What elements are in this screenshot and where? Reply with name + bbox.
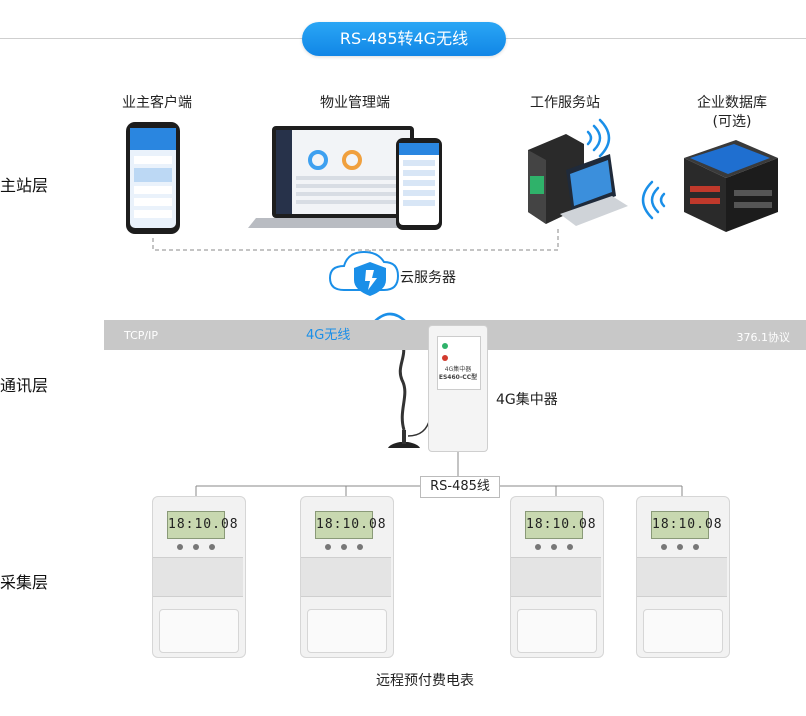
4g-collector-device: 4G集中器 ES460-CC型 xyxy=(428,325,488,452)
enterprise-db-note: (可选) xyxy=(712,114,752,130)
meter-cover xyxy=(307,609,387,653)
meter-cover xyxy=(517,609,597,653)
meter-cover xyxy=(643,609,723,653)
meter-button-icon xyxy=(209,544,215,550)
meter-button-icon xyxy=(193,544,199,550)
property-client-label: 物业管理端 xyxy=(320,95,390,111)
alarm-led-icon xyxy=(442,355,448,361)
meter-button-icon xyxy=(693,544,699,550)
owner-client-label: 业主客户端 xyxy=(122,95,192,111)
database-server-icon xyxy=(684,140,778,232)
smartphone-icon xyxy=(126,122,180,234)
meter-display: 18:10.08 xyxy=(651,511,722,539)
meter-button-icon xyxy=(661,544,667,550)
meter-terminal-block xyxy=(301,557,391,597)
meter-button-icon xyxy=(357,544,363,550)
prepaid-meter-2: 18:10.08 xyxy=(300,496,394,658)
layer-master-label: 主站层 xyxy=(0,176,49,195)
prepaid-meter-1: 18:10.08 xyxy=(152,496,246,658)
meter-button-icon xyxy=(177,544,183,550)
laptop-icon xyxy=(248,126,438,228)
tcpip-label: TCP/IP xyxy=(124,329,158,342)
prepaid-meter-3: 18:10.08 xyxy=(510,496,604,658)
meter-cover xyxy=(159,609,239,653)
collector-panel xyxy=(437,336,481,390)
wifi-signal-icon xyxy=(586,118,611,158)
wifi-signal-icon xyxy=(641,180,666,220)
collector-panel-title: 4G集中器 xyxy=(444,366,472,373)
protocol-376-label: 376.1协议 xyxy=(736,331,791,344)
layer-comm-label: 通讯层 xyxy=(0,376,49,395)
prepaid-meter-4: 18:10.08 xyxy=(636,496,730,658)
rs485-bus-label: RS-485线 xyxy=(420,476,500,498)
mobile-app-icon xyxy=(396,138,442,230)
diagram-title: RS-485转4G无线 xyxy=(302,22,506,56)
antenna-icon xyxy=(388,341,431,448)
workstation-icon xyxy=(528,134,628,226)
collector-label: 4G集中器 xyxy=(496,392,558,408)
meter-button-icon xyxy=(325,544,331,550)
wireless-label: 4G无线 xyxy=(306,328,351,343)
layer-collect-label: 采集层 xyxy=(0,573,49,592)
meter-button-icon xyxy=(677,544,683,550)
meter-button-icon xyxy=(341,544,347,550)
meter-display: 18:10.08 xyxy=(525,511,596,539)
workstation-label: 工作服务站 xyxy=(530,95,600,111)
meter-button-icon xyxy=(535,544,541,550)
status-led-icon xyxy=(442,343,448,349)
meter-display: 18:10.08 xyxy=(167,511,238,539)
cloud-server-label: 云服务器 xyxy=(400,270,456,286)
meter-display: 18:10.08 xyxy=(315,511,386,539)
collector-model: ES460-CC型 xyxy=(438,374,478,381)
meter-button-icon xyxy=(551,544,557,550)
meter-terminal-block xyxy=(511,557,601,597)
meter-button-icon xyxy=(567,544,573,550)
enterprise-db-label: 企业数据库 xyxy=(697,95,767,111)
meter-terminal-block xyxy=(153,557,243,597)
cloud-server-icon xyxy=(328,250,400,296)
meter-terminal-block xyxy=(637,557,727,597)
meters-label: 远程预付费电表 xyxy=(376,673,474,689)
